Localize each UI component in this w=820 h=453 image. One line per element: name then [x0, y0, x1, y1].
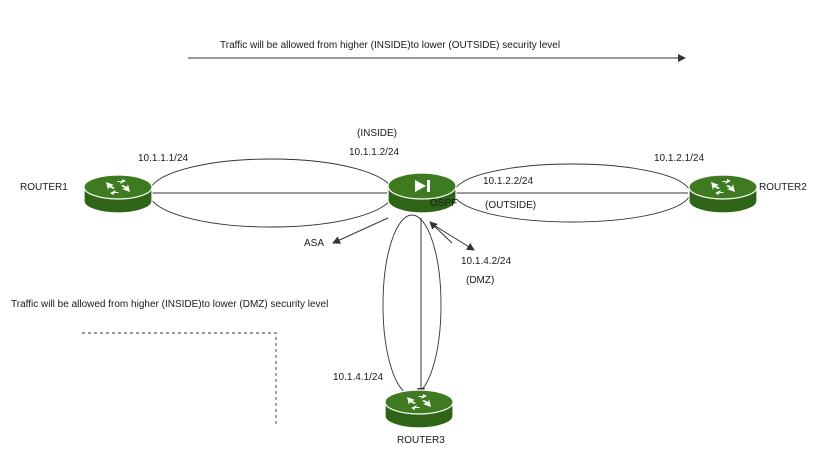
address-asa-inside: 10.1.1.2/24 [349, 147, 399, 158]
zone-dmz-label: (DMZ) [466, 275, 494, 286]
router3-label: ROUTER3 [397, 435, 445, 446]
dashed-bracket [82, 332, 277, 424]
address-asa-outside: 10.1.2.2/24 [483, 176, 533, 187]
router1-icon[interactable] [83, 174, 153, 214]
note-inside-to-outside: Traffic will be allowed from higher (INS… [220, 40, 560, 51]
asa-pointer-arrow [332, 217, 389, 244]
router2-icon[interactable] [688, 174, 758, 214]
asa-firewall-icon[interactable] [387, 172, 457, 214]
router2-label: ROUTER2 [759, 182, 807, 193]
zone-outside-label: (OUTSIDE) [485, 200, 536, 211]
dmz-pointer-arrow-down [431, 223, 475, 251]
address-asa-dmz: 10.1.4.2/24 [461, 256, 511, 267]
address-router1: 10.1.1.1/24 [138, 153, 188, 164]
zone-inside-label: (INSIDE) [357, 128, 397, 139]
note-inside-to-dmz: Traffic will be allowed from higher (INS… [11, 299, 328, 310]
address-router3: 10.1.4.1/24 [333, 372, 383, 383]
asa-label: ASA [304, 238, 324, 249]
router1-label: ROUTER1 [20, 182, 68, 193]
dmz-zone-ellipse [382, 214, 442, 396]
router3-icon[interactable] [384, 389, 454, 429]
ospf-label: OSPF [430, 198, 457, 209]
address-router2: 10.1.2.1/24 [654, 153, 704, 164]
